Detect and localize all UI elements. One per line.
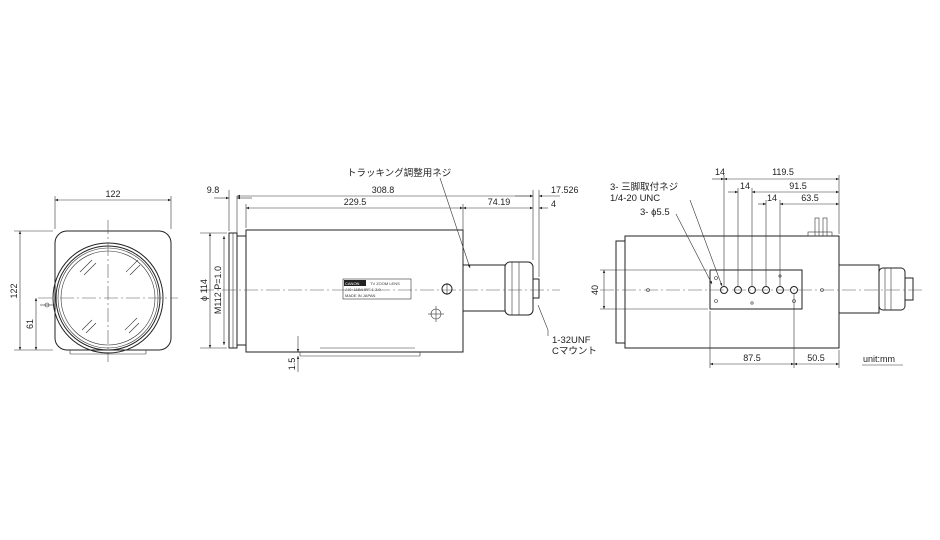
dim-14-b: 14 bbox=[740, 181, 750, 191]
dim-17-526: 17.526 bbox=[551, 185, 579, 195]
tripod-screw-label: 3- 三脚取付ネジ bbox=[610, 182, 678, 193]
dim-74-19: 74.19 bbox=[488, 197, 511, 207]
nameplate: CANON TV ZOOM LENS J40×11B4 IRS 1:2.0 MA… bbox=[342, 278, 412, 300]
nameplate-line1: TV ZOOM LENS bbox=[370, 281, 400, 286]
front-center-height-label: 61 bbox=[25, 319, 35, 329]
front-view bbox=[14, 196, 178, 362]
unit-label: unit:mm bbox=[863, 354, 895, 364]
nameplate-line3: MADE IN JAPAN bbox=[345, 293, 375, 298]
tripod-mount-plate bbox=[709, 269, 803, 310]
mount-label-c: Cマウント bbox=[552, 346, 597, 357]
dim-87-5: 87.5 bbox=[743, 353, 761, 363]
dim-40: 40 bbox=[590, 285, 600, 295]
dim-63-5: 63.5 bbox=[801, 193, 819, 203]
tripod-thread-label: 1/4-20 UNC bbox=[610, 193, 660, 204]
dim-14-c: 14 bbox=[767, 193, 777, 203]
bottom-view bbox=[600, 175, 925, 368]
nameplate-brand: CANON bbox=[345, 281, 360, 286]
rear-cylinder bbox=[462, 264, 506, 312]
dim-14-a: 14 bbox=[715, 167, 725, 177]
dim-119-5: 119.5 bbox=[772, 167, 794, 177]
mount-label-unf: 1-32UNF bbox=[552, 335, 591, 346]
front-body-outline bbox=[54, 230, 172, 351]
nameplate-line2: J40×11B4 IRS 1:2.0 bbox=[345, 287, 381, 292]
dim-91-5: 91.5 bbox=[789, 181, 807, 191]
dim-1-5: 1.5 bbox=[287, 358, 297, 371]
dim-phi-114: ϕ 114 bbox=[199, 279, 209, 301]
dim-m112: M112 P=1.0 bbox=[213, 266, 223, 314]
side-view: CANON TV ZOOM LENS J40×11B4 IRS 1:2.0 MA… bbox=[200, 177, 560, 372]
hole-diameter-label: 3- ϕ5.5 bbox=[640, 207, 670, 218]
dim-229-5: 229.5 bbox=[344, 197, 367, 207]
dim-308-8: 308.8 bbox=[372, 185, 395, 195]
dim-9-8: 9.8 bbox=[207, 185, 220, 195]
bottom-body bbox=[624, 235, 840, 349]
front-height-label: 122 bbox=[9, 283, 19, 298]
tracking-screw-label: トラッキング調整用ネジ bbox=[347, 167, 451, 179]
dim-4: 4 bbox=[551, 199, 556, 209]
dim-50-5: 50.5 bbox=[807, 353, 825, 363]
front-width-label: 122 bbox=[105, 189, 120, 199]
